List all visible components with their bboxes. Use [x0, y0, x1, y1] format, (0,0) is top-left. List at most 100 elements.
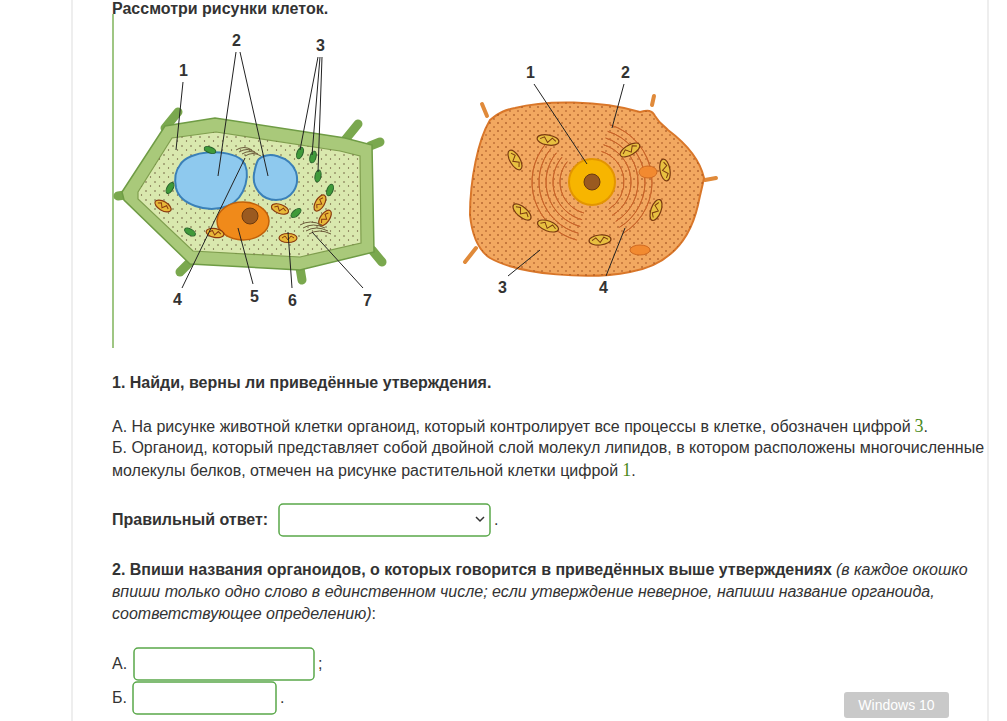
mitochondrion: [648, 198, 665, 222]
vesicle: [630, 245, 650, 255]
mitochondrion-outline: [536, 218, 560, 235]
field-label: Б.: [112, 689, 127, 706]
mitochondrion-outline: [153, 198, 173, 215]
punctuation: .: [280, 689, 284, 706]
leader-line: [312, 232, 363, 288]
mitochondrion-crista: [514, 205, 529, 219]
page-border: [988, 0, 989, 721]
field-label-block: Б.: [112, 687, 127, 709]
mitochondrion-outline: [505, 148, 525, 172]
statement: 1: [622, 460, 631, 480]
mitochondrion-outline: [536, 133, 559, 147]
callout-number: 2: [621, 64, 630, 81]
cytoplasm-texture: [138, 132, 361, 257]
leader-line: [508, 250, 540, 276]
mitochondrion-crista: [540, 136, 557, 144]
plant-cell: [118, 112, 382, 280]
mitochondrion-crista: [661, 162, 669, 179]
chloroplast: [164, 181, 175, 194]
callout-number-block: 4: [173, 289, 182, 311]
statement-block: Б. Органоид, который представляет собой …: [112, 437, 987, 482]
mitochondrion: [312, 193, 329, 213]
callout-number-block: 6: [288, 290, 297, 312]
answer-select: [279, 504, 490, 536]
chloroplast: [325, 183, 335, 196]
statement: .: [924, 418, 928, 435]
cell-wall-junction: [345, 124, 358, 140]
mitochondrion: [505, 148, 525, 172]
leader-line: [318, 57, 322, 172]
os-badge: Windows 10: [844, 692, 949, 718]
callout-number: 5: [250, 288, 259, 305]
field-label-block: А.: [112, 653, 127, 675]
callout-number-block: 1: [179, 60, 188, 82]
er-stroke: [532, 144, 577, 240]
leader-line: [218, 52, 236, 176]
select-chevron: [476, 517, 484, 521]
mitochondrion-crista: [209, 230, 222, 236]
callout-number-block: 7: [363, 290, 372, 312]
mitochondrion-crista: [315, 197, 324, 209]
leader-line: [182, 158, 245, 288]
nucleolus: [242, 208, 258, 224]
mitochondrion: [510, 201, 533, 223]
mitochondrion-crista: [274, 205, 287, 213]
cell-process: [705, 178, 716, 180]
answer-input: [133, 682, 276, 714]
callout-number-block: 3: [316, 35, 325, 57]
question-block: 2. Впиши названия органоидов, о которых …: [112, 559, 987, 625]
mitochondrion: [536, 133, 559, 147]
golgi-stroke: [303, 225, 325, 228]
chloroplast: [203, 145, 216, 155]
mitochondrion: [618, 140, 642, 160]
leader-line: [176, 82, 183, 150]
mitochondrion-crista: [592, 237, 608, 243]
mitochondrion: [589, 234, 612, 246]
callout-number-block: 1: [526, 62, 535, 84]
statement: .: [631, 462, 635, 479]
chloroplast: [309, 150, 318, 163]
callout-number: 3: [498, 279, 507, 296]
mitochondrion-outline: [510, 201, 533, 223]
mitochondrion-crista: [540, 221, 557, 231]
callout-number: 4: [173, 291, 182, 308]
field-label-block: Правильный ответ:: [112, 509, 268, 531]
er-stroke: [245, 154, 261, 157]
vesicle: [639, 166, 657, 178]
mitochondrion-crista: [651, 202, 661, 219]
nucleus: [217, 202, 269, 240]
question: :: [372, 605, 376, 622]
callout-number: 4: [599, 279, 608, 296]
mitochondrion: [536, 218, 560, 235]
leader-line: [300, 57, 318, 150]
badge-text: Windows 10: [858, 697, 934, 713]
question: 2. Впиши названия органоидов, о которых …: [112, 561, 832, 578]
statement: 3: [915, 416, 924, 436]
mitochondrion-outline: [270, 202, 290, 217]
mitochondrion-crista: [509, 152, 521, 168]
statement: Б. Органоид, который представляет собой …: [112, 439, 984, 479]
mitochondrion-outline: [589, 234, 612, 246]
callout-number-block: 5: [250, 286, 259, 308]
cell-process: [652, 96, 654, 105]
cell-wall: [122, 118, 374, 270]
golgi-stroke: [300, 222, 322, 225]
title: Рассмотри рисунки клеток.: [112, 0, 328, 18]
mitochondrion-outline: [658, 158, 672, 181]
leader-line: [606, 228, 625, 276]
cell-membrane: [470, 102, 704, 275]
question: 1. Найди, верны ли приведённые утвержден…: [112, 374, 491, 391]
mitochondrion-crista: [157, 201, 169, 210]
callout-number: 1: [526, 64, 535, 81]
mitochondrion: [316, 208, 334, 228]
field-label: А.: [112, 655, 127, 672]
punctuation-block: ;: [318, 653, 322, 675]
cell-membrane: [138, 132, 361, 257]
statement: А. На рисунке животной клетки органоид, …: [112, 418, 911, 435]
statement-block: А. На рисунке животной клетки органоид, …: [112, 415, 987, 438]
mitochondrion: [153, 198, 173, 215]
nucleus: [569, 159, 615, 205]
quote-bar: [112, 14, 114, 348]
mitochondrion-outline: [312, 193, 329, 213]
leader-line: [612, 84, 624, 128]
